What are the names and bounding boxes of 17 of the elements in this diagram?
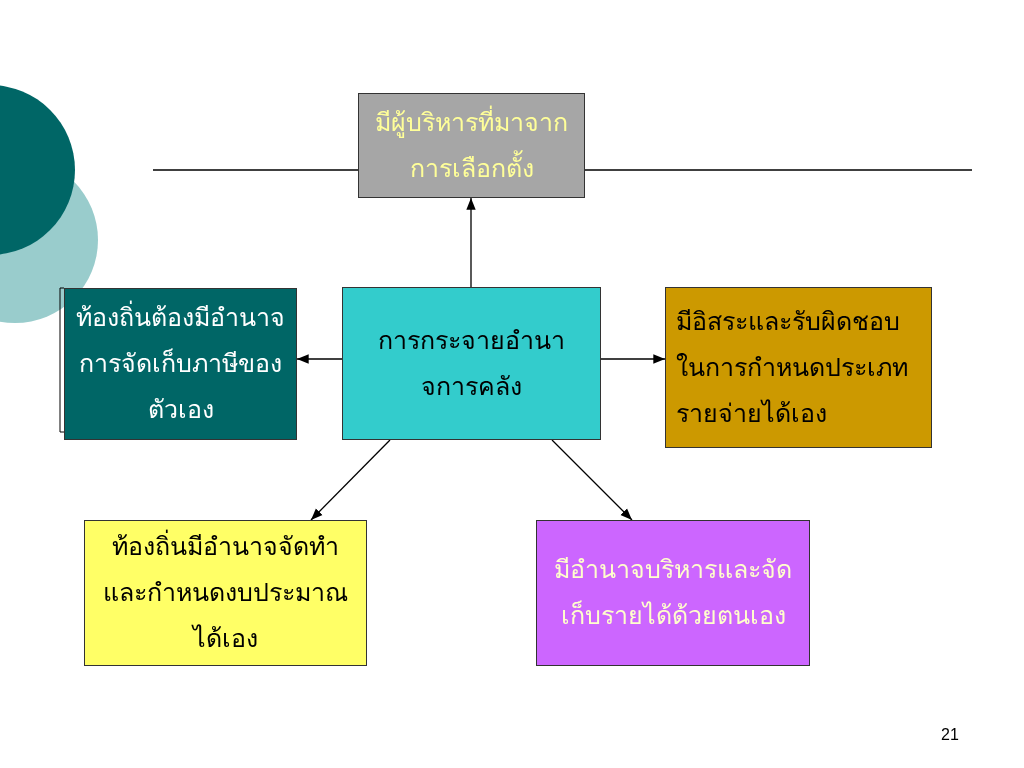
text-box <box>64 288 297 440</box>
box-text: การกระจายอำนาจการคลัง <box>377 325 566 402</box>
arrow <box>600 354 666 364</box>
box-text: มีอำนาจบริหารและจัดเก็บรายได้ด้วยตนเอง <box>553 555 793 631</box>
box-text: ท้องถิ่นต้องมีอำนาจการจัดเก็บภาษีของตัวเอง <box>75 295 286 433</box>
box-text: มีผู้บริหารที่มาจากการเลือกตั้ง <box>371 99 572 192</box>
arrow <box>551 439 633 521</box>
arrow <box>296 354 343 364</box>
box-text: มีอิสระและรับผิดชอบในการกำหนดประเภทรายจ่ายได้เอง <box>676 306 909 429</box>
text-box <box>536 520 810 666</box>
text-box <box>358 93 585 198</box>
text-box <box>665 287 932 448</box>
arrow <box>310 439 391 521</box>
page-number: 21 <box>941 726 959 744</box>
text-box <box>342 287 601 440</box>
arrow <box>466 197 476 288</box>
box-text: ท้องถิ่นมีอำนาจจัดทำและกำหนดงบประมาณได้เอง <box>95 524 356 662</box>
